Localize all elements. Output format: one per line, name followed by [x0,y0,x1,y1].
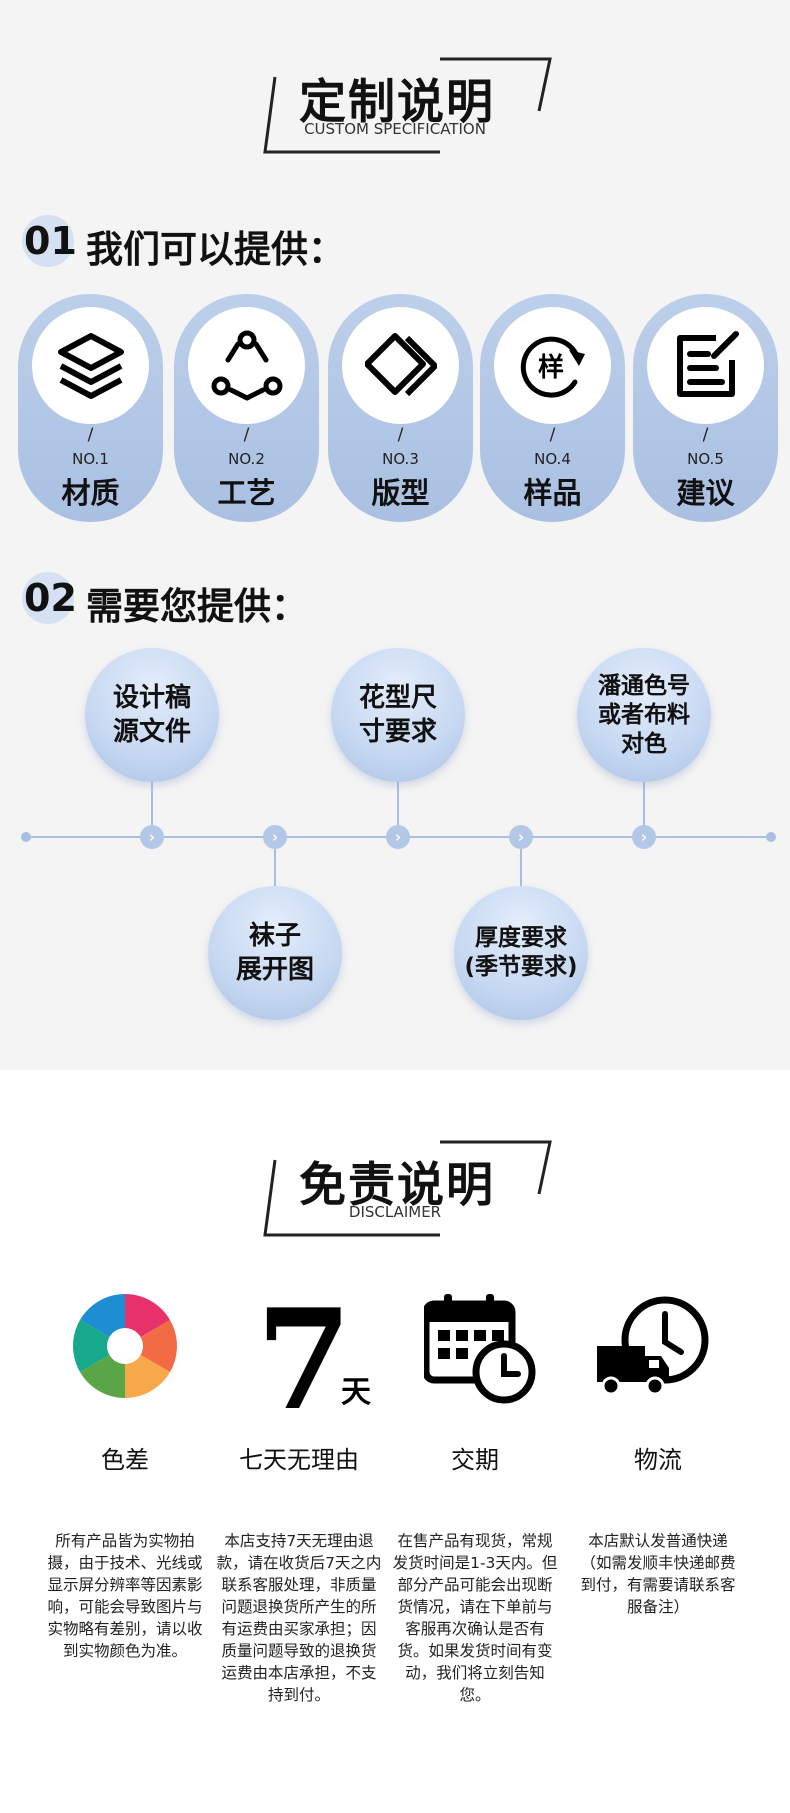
step-number-badge: 02 [22,572,77,624]
disclaimer-item-title: 七天无理由 [239,1446,359,1474]
svg-text:样: 样 [538,352,564,383]
disclaimer-item-text: 在售产品有现货，常规发货时间是1-3天内。但部分产品可能会出现断货情况，请在下单… [392,1532,558,1704]
item-number: NO.5 [687,450,724,468]
delivery-truck-icon [597,1296,709,1396]
shapes-icon [365,333,437,397]
item-label: 版型 [371,476,430,510]
provide-item-pattern: / NO.3 版型 [328,294,473,522]
item-label: 工艺 [217,476,276,510]
disclaimer-title: 免责说明 [299,1158,495,1213]
provide-item-craft: / NO.2 工艺 [174,294,319,522]
provide-item-advice: / NO.5 建议 [633,294,778,522]
need-item-pattern-size: 花型尺 寸要求 [331,648,465,782]
custom-title-banner: 定制说明 CUSTOM SPECIFICATION [245,55,555,155]
timeline-start-dot [21,832,31,842]
note-edit-icon [677,331,739,397]
need-item-thickness: 厚度要求 (季节要求) [454,886,588,1020]
need-item-design-file: 设计稿 源文件 [85,648,219,782]
sample-icon: 样 [520,336,585,398]
item-number: NO.3 [382,450,419,468]
provide-item-material: / NO.1 材质 [18,294,163,522]
item-number: NO.1 [72,450,109,468]
custom-section [0,0,790,1070]
need-timeline: › › › › › 设计稿 源文件 袜子 展开图 花型尺 寸要求 厚度要求 (季… [0,620,790,1040]
calendar-clock-icon [424,1294,536,1404]
disclaimer-subtitle: DISCLAIMER [348,1203,442,1221]
item-label: 建议 [676,476,735,510]
custom-subtitle: CUSTOM SPECIFICATION [304,120,486,138]
need-item-pantone: 潘通色号 或者布料 对色 [577,648,711,782]
timeline-node-icon: › [509,825,533,849]
timeline-node-icon: › [632,825,656,849]
item-number: NO.4 [534,450,571,468]
disclaimer-item-text: 本店支持7天无理由退款，请在收货后7天之内联系客服处理，非质量问题退换货所产生的… [216,1532,382,1704]
timeline-end-dot [766,832,776,842]
svg-text:天: 天 [341,1375,371,1410]
disclaimer-item-title: 色差 [101,1446,149,1474]
cycle-icon [211,330,283,401]
banner-frame-icon [263,1140,552,1237]
need-heading-text: 需要您提供： [86,585,308,628]
disclaimer-item-text: 所有产品皆为实物拍摄，由于技术、光线或显示屏分辨率等因素影响，可能会导致图片与实… [47,1532,203,1660]
disclaimer-item-title: 物流 [634,1446,682,1474]
timeline-node-icon: › [140,825,164,849]
item-label: 样品 [523,476,582,510]
need-item-sock-layout: 袜子 展开图 [208,886,342,1020]
seven-days-icon: 7 天 [264,1290,371,1415]
item-label: 材质 [61,476,120,510]
layers-icon [58,333,124,399]
custom-title: 定制说明 [299,75,495,130]
svg-text:7: 7 [264,1290,352,1415]
banner-frame-icon [263,57,552,154]
disclaimer-item-title: 交期 [451,1446,499,1474]
item-number: NO.2 [228,450,265,468]
disclaimer-section [0,1070,790,1813]
disclaimer-item-text: 本店默认发普通快递（如需发顺丰快递邮费到付，有需要请联系客服备注） [580,1532,736,1616]
step-number-badge: 01 [22,215,77,267]
provide-item-sample: 样 / NO.4 样品 [480,294,625,522]
color-wheel-icon [73,1294,177,1398]
provide-heading-text: 我们可以提供： [86,228,345,271]
timeline-node-icon: › [263,825,287,849]
disclaimer-title-banner: 免责说明 DISCLAIMER [245,1138,555,1238]
timeline-node-icon: › [386,825,410,849]
